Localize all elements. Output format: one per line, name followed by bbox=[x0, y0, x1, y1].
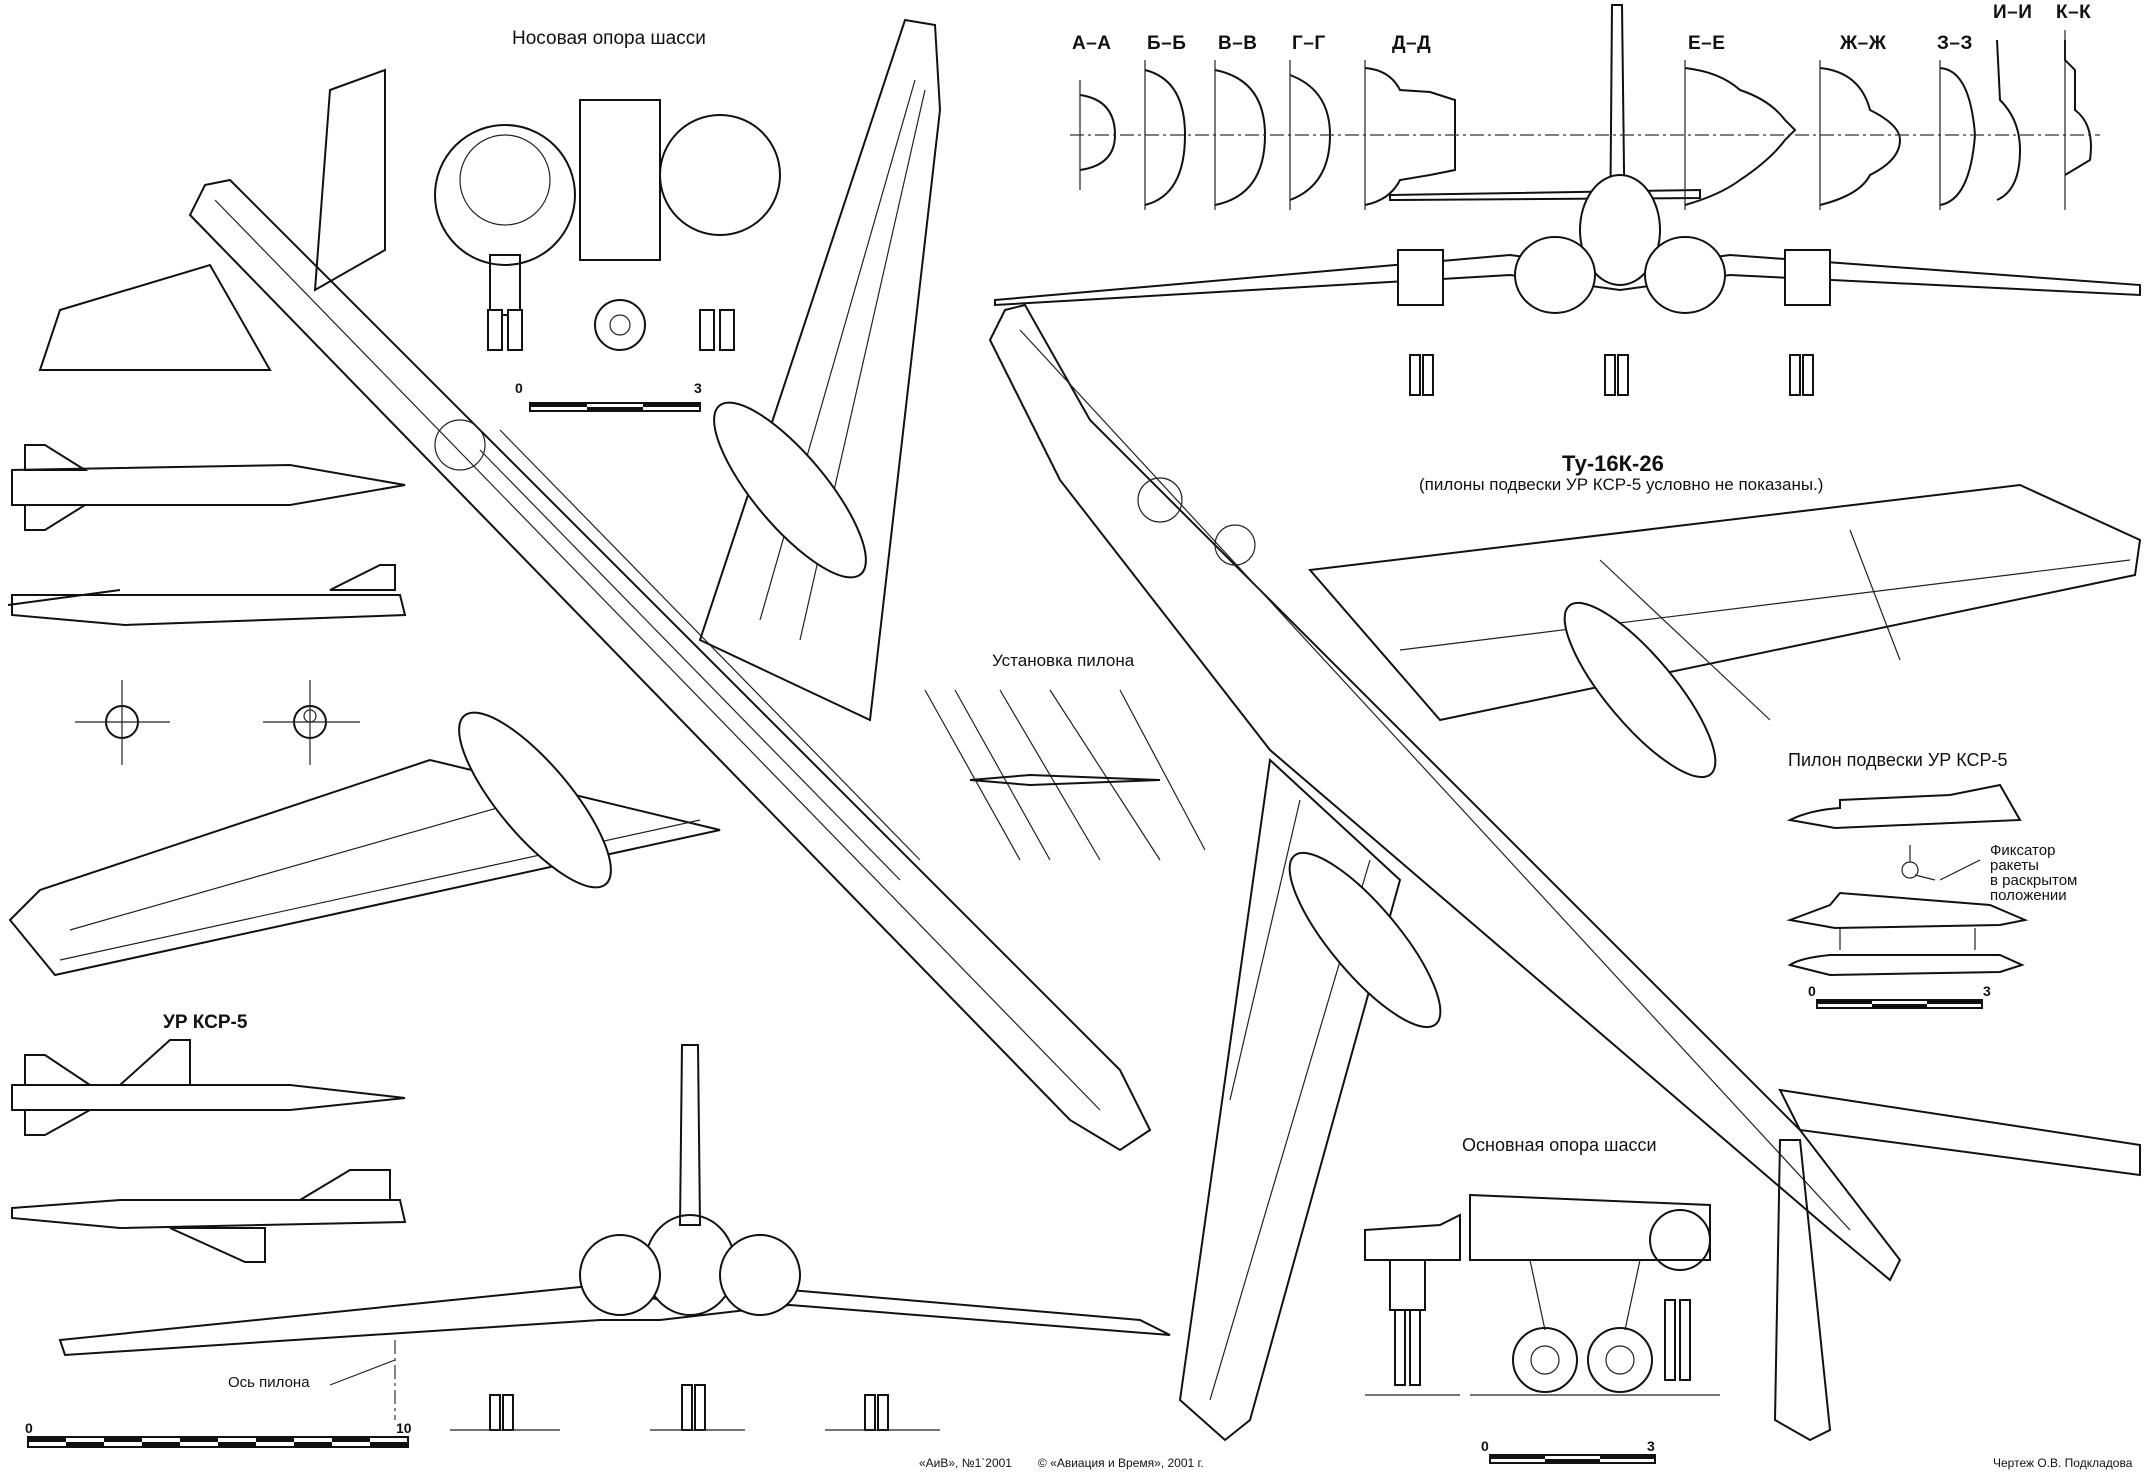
main-gear-scale-end: 3 bbox=[1647, 1438, 1655, 1454]
section-label-z: З–З bbox=[1937, 33, 1973, 54]
missile-side-views-lower bbox=[11, 1039, 407, 1263]
section-label-v: В–В bbox=[1218, 33, 1258, 54]
pylon-scale-bar bbox=[1816, 999, 1983, 1009]
nose-gear-title: Носовая опора шасси bbox=[512, 28, 706, 49]
pylon-axis-label: Ось пилона bbox=[228, 1374, 310, 1391]
front-view-scale-bar bbox=[27, 1436, 409, 1448]
nose-gear-scale-bar bbox=[529, 402, 701, 412]
pylon-scale-start: 0 bbox=[1808, 983, 1816, 999]
pylon-install-title: Установка пилона bbox=[992, 651, 1135, 670]
footer-copyright: © «Авиация и Время», 2001 г. bbox=[1038, 1456, 1204, 1470]
main-title: Ту-16К-26 bbox=[1562, 451, 1664, 476]
section-label-d: Д–Д bbox=[1392, 33, 1432, 54]
section-label-i: И–И bbox=[1993, 2, 2033, 23]
section-label-zh: Ж–Ж bbox=[1840, 33, 1887, 54]
section-label-b: Б–Б bbox=[1147, 33, 1187, 54]
front-view-scale-start: 0 bbox=[25, 1420, 33, 1436]
footer-author: Чертеж О.В. Подкладова bbox=[1993, 1456, 2133, 1470]
nose-gear-scale-start: 0 bbox=[515, 380, 523, 396]
aircraft-front-view-top-right bbox=[994, 4, 2141, 396]
section-label-k: К–К bbox=[2056, 2, 2092, 23]
pylon-callout: Фиксатор ракеты в раскрытом положении bbox=[1990, 843, 2077, 903]
pylon-callout-line-3: в раскрытом bbox=[1990, 872, 2078, 889]
pylon-scale-end: 3 bbox=[1983, 983, 1991, 999]
missile-side-views-upper bbox=[7, 444, 407, 765]
nose-gear-drawing bbox=[434, 99, 781, 351]
main-subtitle: (пилоны подвески УР КСР-5 условно не пок… bbox=[1419, 475, 1824, 494]
front-view-scale-end: 10 bbox=[396, 1420, 412, 1436]
pylon-drawings bbox=[1786, 783, 2029, 977]
pylon-install-drawing bbox=[924, 689, 1206, 861]
main-gear-scale-bar bbox=[1489, 1454, 1656, 1464]
section-label-a: А–А bbox=[1072, 33, 1112, 54]
pylon-callout-line-1: Фиксатор bbox=[1990, 842, 2056, 859]
pylon-callout-line-2: ракеты bbox=[1990, 857, 2039, 874]
aircraft-front-view bbox=[58, 1044, 1171, 1431]
cross-sections bbox=[1070, 30, 2100, 210]
section-label-e: Е–Е bbox=[1688, 33, 1726, 54]
aircraft-plan-view-right bbox=[988, 303, 2142, 1442]
missile-title: УР КСР-5 bbox=[163, 1012, 248, 1033]
section-label-g: Г–Г bbox=[1292, 33, 1326, 54]
pylon-callout-line-4: положении bbox=[1990, 887, 2067, 904]
pylon-title: Пилон подвески УР КСР-5 bbox=[1788, 750, 2008, 770]
footer-issue: «АиВ», №1`2001 bbox=[919, 1456, 1012, 1470]
nose-gear-scale-end: 3 bbox=[694, 380, 702, 396]
aircraft-plan-view-left bbox=[8, 18, 1152, 1152]
main-gear-title: Основная опора шасси bbox=[1462, 1135, 1657, 1155]
main-gear-drawing bbox=[1364, 1193, 1720, 1396]
main-gear-scale-start: 0 bbox=[1481, 1438, 1489, 1454]
